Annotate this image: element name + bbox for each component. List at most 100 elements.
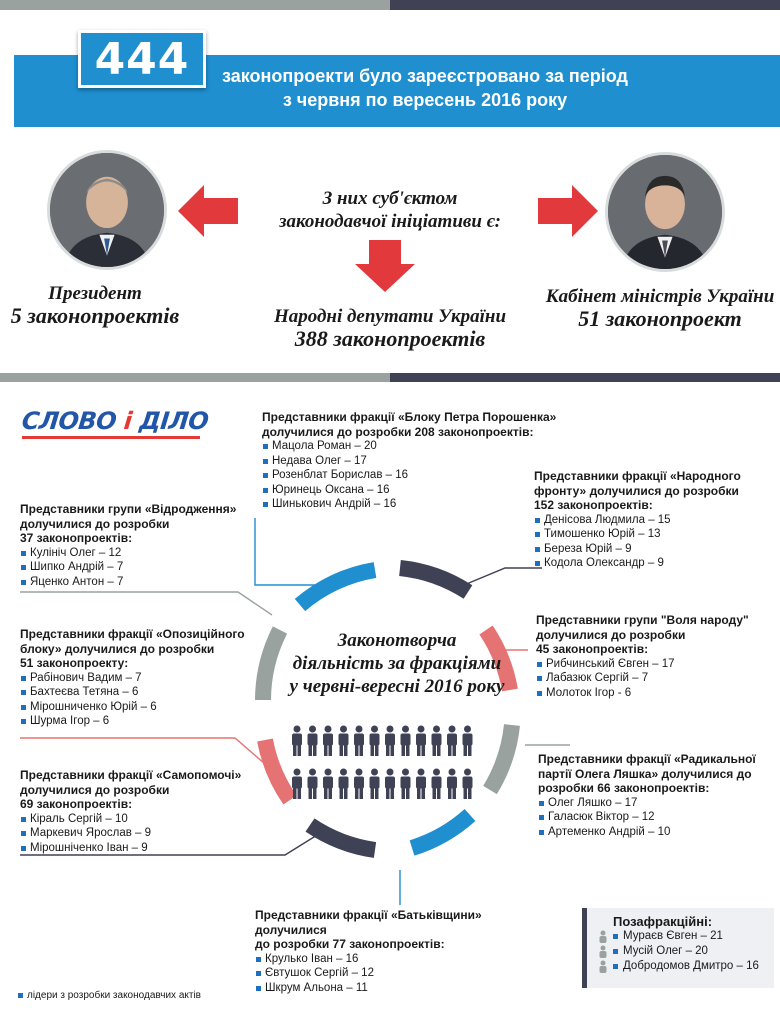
- list-item: Розенблат Борислав – 16: [262, 468, 562, 483]
- group-volia: Представники групи "Воля народу" долучил…: [536, 613, 766, 700]
- list-item: Шкрум Альона – 11: [255, 981, 555, 996]
- nf-members: Денісова Людмила – 15 Тимошенко Юрій – 1…: [534, 513, 764, 571]
- top-bar-left: [0, 0, 390, 10]
- list-item: Тимошенко Юрій – 13: [534, 527, 764, 542]
- person-icon: [307, 725, 318, 756]
- list-item: Добродомов Дмитро – 16: [595, 959, 766, 974]
- bpp-members: Мацола Роман – 20 Недава Олег – 17 Розен…: [262, 439, 562, 512]
- nonfaction-members: Мураєв Євген – 21 Мусій Олег – 20 Доброд…: [595, 929, 766, 974]
- list-item: Олег Ляшко – 17: [538, 796, 770, 811]
- person-icon: [338, 725, 349, 756]
- faction-radical: Представники фракції «Радикальної партії…: [538, 752, 770, 839]
- person-icon: [599, 930, 607, 943]
- person-icon: [369, 768, 380, 799]
- person-icon: [292, 768, 302, 799]
- separator-left: [0, 373, 390, 382]
- faction-samopomich: Представники фракції «Самопомочі» долучи…: [20, 768, 255, 855]
- list-item: Шинькович Андрій – 16: [262, 497, 562, 512]
- legend-square-icon: [18, 992, 23, 998]
- faction-bpp: Представники фракції «Блоку Петра Пороше…: [262, 410, 562, 512]
- president-photo: [47, 150, 167, 270]
- person-icon: [354, 725, 364, 756]
- list-item: Мірошніченко Іван – 9: [20, 841, 255, 856]
- ring-segment-bpp: [294, 562, 377, 612]
- list-item: Шурма Ігор – 6: [20, 714, 250, 729]
- header-line-1: законопроекти було зареєстровано за пері…: [222, 66, 628, 86]
- list-item: Мусій Олег – 20: [595, 944, 766, 959]
- person-icon: [431, 725, 442, 756]
- samopomich-members: Кіраль Сергій – 10 Маркевич Ярослав – 9 …: [20, 812, 255, 856]
- ring-segment-radical: [483, 723, 520, 795]
- subjects-intro: З них суб'єктом законодавчої ініціативи …: [279, 188, 501, 232]
- vidrodzhennia-members: Кулініч Олег – 12 Шипко Андрій – 7 Яценк…: [20, 546, 250, 590]
- group-vidrodzhennia: Представники групи «Відродження» долучил…: [20, 502, 250, 589]
- ring-segment-vidrodzhennia: [255, 626, 288, 701]
- logo-underline: [22, 436, 200, 439]
- person-icon: [599, 960, 607, 973]
- person-icon: [385, 768, 395, 799]
- ring-title: Законотворча діяльність за фракціями у ч…: [289, 630, 505, 697]
- person-icon: [307, 768, 318, 799]
- list-item: Кіраль Сергій – 10: [20, 812, 255, 827]
- top-bar-right: [390, 0, 780, 10]
- deputies-label: Народні депутати України 388 законопроек…: [273, 306, 507, 351]
- list-item: Мірошниченко Юрій – 6: [20, 700, 250, 715]
- ring-segment-batkivshchyna: [409, 808, 476, 856]
- person-icon: [400, 725, 411, 756]
- total-count: 444: [94, 34, 190, 85]
- person-icon: [385, 725, 395, 756]
- ring-segment-nf: [399, 560, 473, 599]
- prime-minister-photo: [605, 152, 725, 272]
- person-icon: [447, 725, 457, 756]
- list-item: Бахтеєва Тетяна – 6: [20, 685, 250, 700]
- person-icon: [462, 725, 473, 756]
- person-icon: [354, 768, 364, 799]
- person-icon: [323, 725, 333, 756]
- total-count-box: 444: [78, 30, 206, 88]
- person-icon: [400, 768, 411, 799]
- list-item: Мацола Роман – 20: [262, 439, 562, 454]
- ring-segment-samopomich: [305, 818, 377, 858]
- legend: лідери з розробки законодавчих актів: [18, 990, 201, 1001]
- person-icon: [338, 768, 349, 799]
- list-item: Крулько Іван – 16: [255, 952, 555, 967]
- opoblok-members: Рабінович Вадим – 7 Бахтеєва Тетяна – 6 …: [20, 671, 250, 729]
- list-item: Шипко Андрій – 7: [20, 560, 250, 575]
- person-icon: [462, 768, 473, 799]
- arrow-right-icon: [538, 185, 598, 237]
- list-item: Недава Олег – 17: [262, 454, 562, 469]
- person-icon: [447, 768, 457, 799]
- list-item: Яценко Антон – 7: [20, 575, 250, 590]
- list-item: Лабазюк Сергій – 7: [536, 671, 766, 686]
- nonfaction-box: Позафракційні: Мураєв Євген – 21 Мусій О…: [582, 908, 774, 988]
- person-icon: [292, 725, 302, 756]
- list-item: Кодола Олександр – 9: [534, 556, 764, 571]
- list-item: Молоток Ігор - 6: [536, 686, 766, 701]
- list-item: Береза Юрій – 9: [534, 542, 764, 557]
- list-item: Рибчинський Євген – 17: [536, 657, 766, 672]
- person-icon: [431, 768, 442, 799]
- separator-right: [390, 373, 780, 382]
- cabinet-label: Кабінет міністрів України 51 законопроек…: [545, 286, 775, 331]
- person-icon: [416, 768, 426, 799]
- header-line-2: з червня по вересень 2016 року: [282, 90, 568, 110]
- header-text: законопроекти було зареєстровано за пері…: [200, 64, 650, 112]
- radical-members: Олег Ляшко – 17 Галасюк Віктор – 12 Арте…: [538, 796, 770, 840]
- list-item: Юринець Оксана – 16: [262, 483, 562, 498]
- person-icon: [599, 945, 607, 958]
- logo: СЛОВО і ДІЛО: [20, 407, 210, 435]
- person-icon: [323, 768, 333, 799]
- list-item: Євтушок Сергій – 12: [255, 966, 555, 981]
- faction-batkivshchyna: Представники фракції «Батьківщини» долуч…: [255, 908, 555, 995]
- list-item: Денісова Людмила – 15: [534, 513, 764, 528]
- list-item: Маркевич Ярослав – 9: [20, 826, 255, 841]
- faction-opoblok: Представники фракції «Опозиційного блоку…: [20, 627, 250, 729]
- batkivshchyna-members: Крулько Іван – 16 Євтушок Сергій – 12 Шк…: [255, 952, 555, 996]
- faction-nf: Представники фракції «Народного фронту» …: [534, 469, 764, 571]
- list-item: Кулініч Олег – 12: [20, 546, 250, 561]
- person-icon: [416, 725, 426, 756]
- list-item: Артеменко Андрій – 10: [538, 825, 770, 840]
- ring-segment-opoblok: [257, 738, 297, 805]
- arrow-left-icon: [178, 185, 238, 237]
- list-item: Галасюк Віктор – 12: [538, 810, 770, 825]
